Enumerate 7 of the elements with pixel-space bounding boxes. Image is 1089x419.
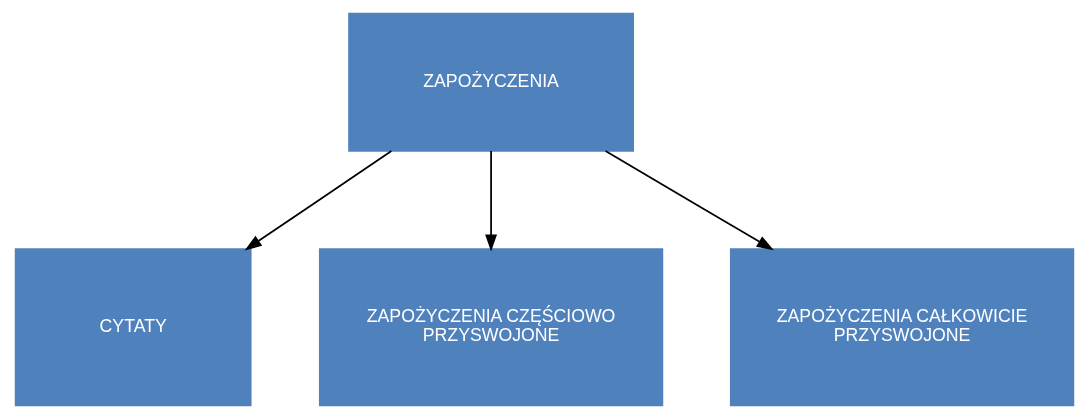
arrow xyxy=(244,150,393,251)
node-box: ZAPOŻYCZENIA CAŁKOWICIE PRZYSWOJONE xyxy=(729,248,1075,407)
arrow xyxy=(604,150,774,251)
node-box: ZAPOŻYCZENIA CZĘŚCIOWO PRZYSWOJONE xyxy=(318,248,664,407)
node-box: ZAPOŻYCZENIA xyxy=(348,12,634,152)
arrow xyxy=(485,150,498,252)
node-box: CYTATY xyxy=(14,248,252,407)
